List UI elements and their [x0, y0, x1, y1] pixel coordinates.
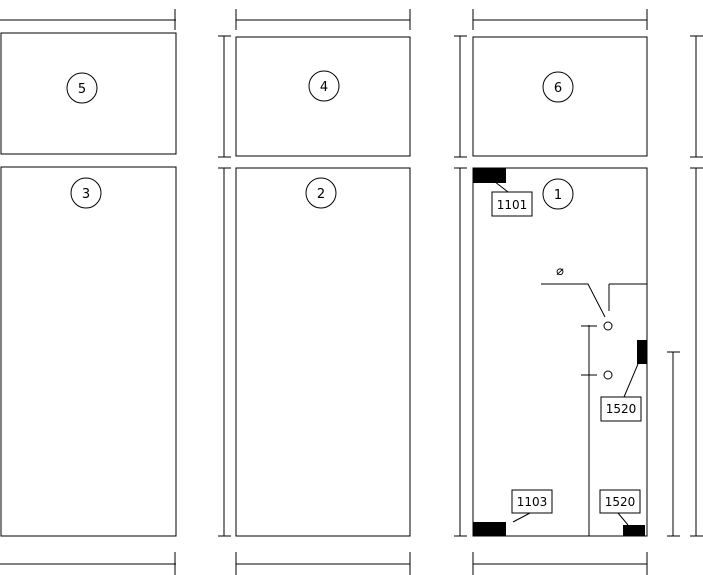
panel-bottom-right [472, 167, 648, 537]
panel-number: 4 [320, 80, 328, 95]
interior-fittings: ⌀ [541, 264, 647, 536]
panel-number-badge: 1 [542, 178, 574, 210]
part-label-tag: 1103 [511, 489, 553, 523]
panel-number-badge: 2 [305, 177, 337, 209]
part-label-tag: 1101 [489, 177, 533, 217]
panel-number: 2 [317, 187, 325, 202]
bottom-dimension-lines [0, 552, 648, 575]
panel-number: 6 [554, 81, 562, 96]
diameter-leader-line [541, 283, 606, 318]
part-label-tag: 1520 [599, 489, 641, 526]
part-label-tag: 1520 [600, 363, 642, 422]
hardware-block-right-side [637, 340, 647, 364]
panel-bottom-middle [235, 167, 411, 537]
top-dimension-lines [0, 9, 648, 30]
drill-hole-icon [603, 370, 613, 380]
hardware-block-top-left [473, 168, 506, 183]
part-label: 1520 [606, 402, 637, 416]
hardware-block-bottom-right [623, 525, 645, 536]
diameter-symbol-icon: ⌀ [556, 264, 564, 279]
drill-hole-icon [603, 321, 613, 331]
vertical-dimension-lines [218, 35, 703, 537]
hardware-block-bottom-left [473, 522, 506, 536]
part-label: 1103 [517, 495, 548, 509]
panel-number: 5 [78, 82, 86, 97]
panel-number-badge: 4 [308, 70, 340, 102]
panel-number-badge: 3 [70, 177, 102, 209]
part-label: 1101 [497, 198, 528, 212]
panel-bottom-left [0, 166, 177, 537]
panel-number-badge: 6 [542, 71, 574, 103]
panel-number-badge: 5 [66, 72, 98, 104]
part-label: 1520 [605, 495, 636, 509]
panel-number: 1 [554, 188, 562, 203]
panel-number: 3 [82, 187, 90, 202]
